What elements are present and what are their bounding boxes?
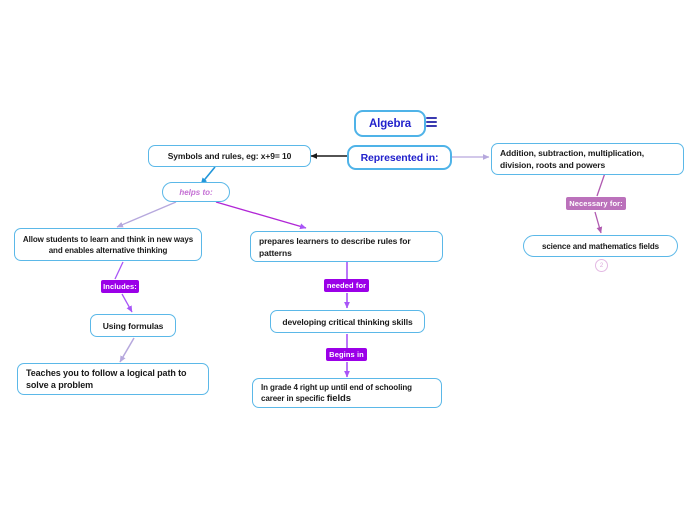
relation-label-includes[interactable]: Includes: (101, 280, 139, 293)
relation-label-includes-text: Includes: (103, 282, 137, 291)
node-prepares-learners[interactable]: prepares learners to describe rules for … (250, 231, 443, 262)
node-using-formulas[interactable]: Using formulas (90, 314, 176, 337)
node-algebra-label: Algebra (368, 117, 412, 130)
node-using-formulas-label: Using formulas (102, 320, 164, 331)
node-science-and-mathematics-fields[interactable]: science and mathematics fields (523, 235, 678, 257)
node-critical-thinking-label: developing critical thinking skills (282, 316, 413, 327)
node-logical-path[interactable]: Teaches you to follow a logical path to … (17, 363, 209, 395)
node-allow-students[interactable]: Allow students to learn and think in new… (14, 228, 202, 261)
node-allow-students-label: Allow students to learn and think in new… (22, 234, 194, 255)
node-prepares-learners-label: prepares learners to describe rules for … (259, 235, 411, 258)
node-represented-in[interactable]: Represented in: (347, 145, 452, 170)
node-science-count-badge-text: 2 (599, 262, 604, 269)
node-grade-4-line1: In grade 4 right up until end of schooli… (261, 383, 412, 392)
node-grade-4-line2: career in specific (261, 394, 327, 403)
node-science-count-badge[interactable]: 2 (595, 259, 608, 272)
edge-allowstudents-to-includes (114, 261, 124, 280)
edge-helpsto-to-prepares (215, 201, 307, 230)
relation-label-necessary-for[interactable]: Necessary for: (566, 197, 626, 210)
node-symbols-and-rules[interactable]: Symbols and rules, eg: x+9= 10 (148, 145, 311, 167)
edge-operations-to-necessaryfor (596, 172, 606, 197)
relation-label-begins-in[interactable]: Begins in (326, 348, 367, 361)
edge-helpsto-to-allowstudents (116, 201, 177, 228)
relation-label-begins-in-text: Begins in (329, 350, 364, 359)
node-operations-label: Addition, subtraction, multiplication, d… (500, 148, 644, 170)
node-science-and-mathematics-fields-label: science and mathematics fields (541, 241, 660, 251)
hamburger-menu-icon[interactable] (426, 115, 440, 129)
node-symbols-and-rules-label: Symbols and rules, eg: x+9= 10 (167, 151, 292, 161)
edge-includes-to-usingformulas (121, 293, 133, 313)
relation-label-needed-for-text: needed for (326, 281, 367, 290)
node-algebra[interactable]: Algebra (354, 110, 426, 137)
edge-necessaryfor-to-science (594, 211, 603, 234)
node-grade-4[interactable]: In grade 4 right up until end of schooli… (252, 378, 442, 408)
relation-label-needed-for[interactable]: needed for (324, 279, 369, 292)
relation-label-helps-to-text: helps to: (179, 187, 213, 197)
edge-usingformulas-to-logicalpath (119, 337, 135, 363)
node-represented-in-label: Represented in: (360, 151, 439, 164)
relation-label-helps-to[interactable]: helps to: (162, 182, 230, 202)
node-grade-4-label: In grade 4 right up until end of schooli… (261, 382, 433, 404)
node-grade-4-emphasis: fields (326, 393, 351, 404)
node-logical-path-label: Teaches you to follow a logical path to … (26, 368, 187, 390)
node-critical-thinking[interactable]: developing critical thinking skills (270, 310, 425, 333)
node-operations[interactable]: Addition, subtraction, multiplication, d… (491, 143, 684, 175)
relation-label-necessary-for-text: Necessary for: (569, 199, 623, 208)
